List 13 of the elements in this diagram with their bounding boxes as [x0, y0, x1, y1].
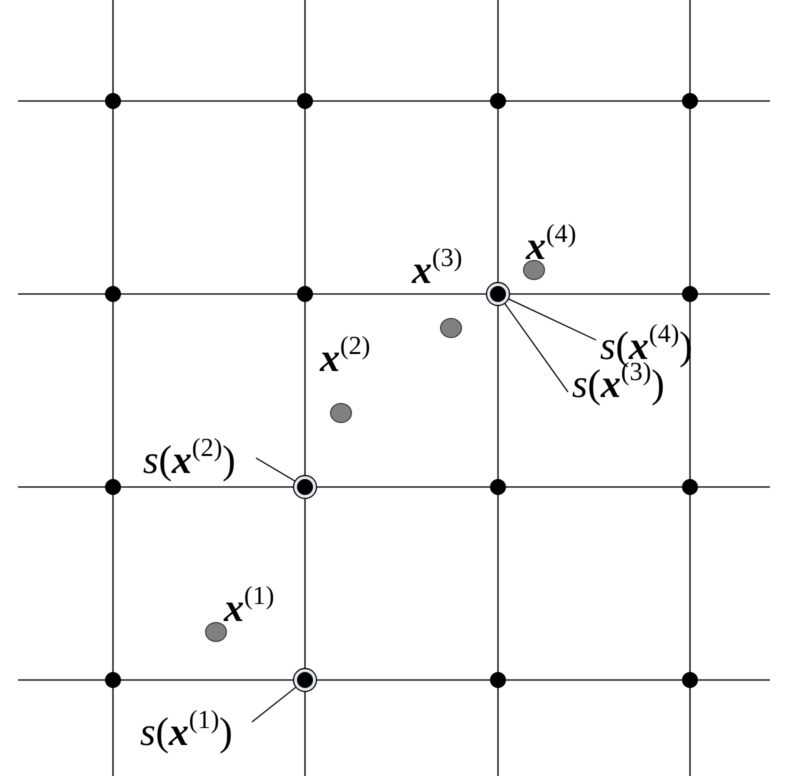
leader-line: [504, 303, 568, 392]
leader-line: [252, 686, 296, 722]
circled-lattice-point: [292, 667, 318, 693]
point-label: x$^{(2)}$: [320, 338, 370, 378]
point-label: x$^{(4)}$: [526, 226, 576, 266]
point-label: x$^{(3)}$: [412, 250, 462, 290]
point-label: s(x$^{(1)}$): [140, 712, 233, 752]
circled-lattice-point: [485, 281, 511, 307]
point-label: s(x$^{(2)}$): [143, 440, 236, 480]
circled-lattice-point: [292, 474, 318, 500]
leader-line: [508, 298, 596, 341]
leader-line: [256, 457, 295, 482]
point-label: x$^{(1)}$: [224, 588, 274, 628]
